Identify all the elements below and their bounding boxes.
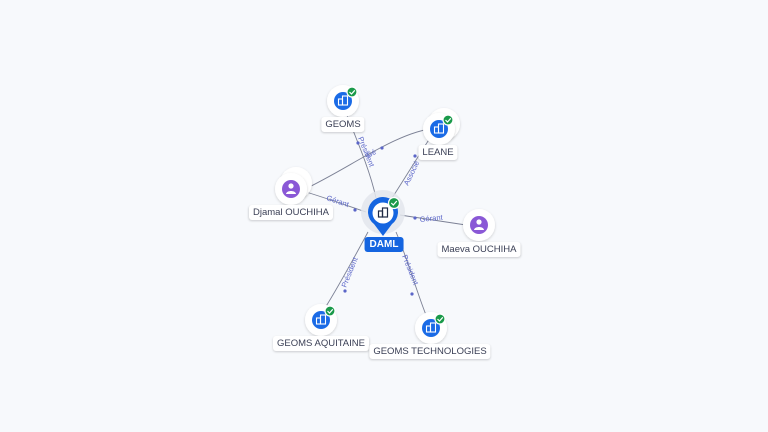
verified-check-icon	[346, 86, 358, 98]
edge-arrow	[413, 216, 417, 220]
node-maeva[interactable]	[463, 209, 495, 241]
node-leane[interactable]	[423, 108, 460, 145]
edge-arrow	[380, 146, 384, 150]
edge-arrow	[356, 141, 360, 145]
node-label-leane[interactable]: LEANE	[418, 145, 458, 160]
node-djamal[interactable]	[275, 167, 312, 205]
node-daml-center[interactable]	[361, 190, 405, 236]
node-label-djamal[interactable]: Djamal OUCHIHA	[248, 205, 334, 220]
node-aquitaine[interactable]	[305, 304, 337, 336]
edge-label-daml-leane: Associé	[402, 159, 422, 187]
edge-arrow	[413, 154, 417, 158]
edge-arrow	[353, 208, 357, 212]
edge-arrows	[343, 141, 417, 296]
edge-maeva-daml[interactable]	[399, 214, 467, 226]
node-label-daml[interactable]: DAML	[364, 237, 404, 252]
building-icon	[425, 322, 437, 333]
verified-check-icon	[434, 313, 446, 325]
edge-djamal-leane[interactable]	[302, 127, 437, 191]
verified-check-icon	[324, 305, 336, 317]
edge-label-djamal-leane: Gé	[365, 147, 378, 160]
verified-check-icon	[387, 196, 401, 210]
node-label-technologies[interactable]: GEOMS TECHNOLOGIES	[369, 344, 491, 359]
building-icon	[315, 314, 327, 325]
edge-arrow	[343, 289, 347, 293]
building-icon	[337, 95, 349, 106]
edge-label-maeva-daml: Gérant	[419, 213, 444, 224]
building-icon	[433, 123, 445, 134]
edge-label-daml-aquitaine: Président	[340, 255, 361, 289]
person-icon	[286, 183, 296, 194]
verified-check-icon	[442, 114, 454, 126]
edge-label-daml-technologies: Président	[400, 253, 421, 287]
edge-arrow	[410, 292, 414, 296]
edge-daml-aquitaine[interactable]	[324, 231, 369, 309]
node-geoms[interactable]	[327, 85, 359, 117]
node-label-geoms[interactable]: GEOMS	[321, 117, 365, 132]
node-technologies[interactable]	[415, 312, 447, 344]
node-label-aquitaine[interactable]: GEOMS AQUITAINE	[273, 336, 369, 351]
building-icon	[377, 207, 389, 218]
node-label-maeva[interactable]: Maeva OUCHIHA	[437, 242, 521, 257]
person-icon	[474, 219, 484, 230]
